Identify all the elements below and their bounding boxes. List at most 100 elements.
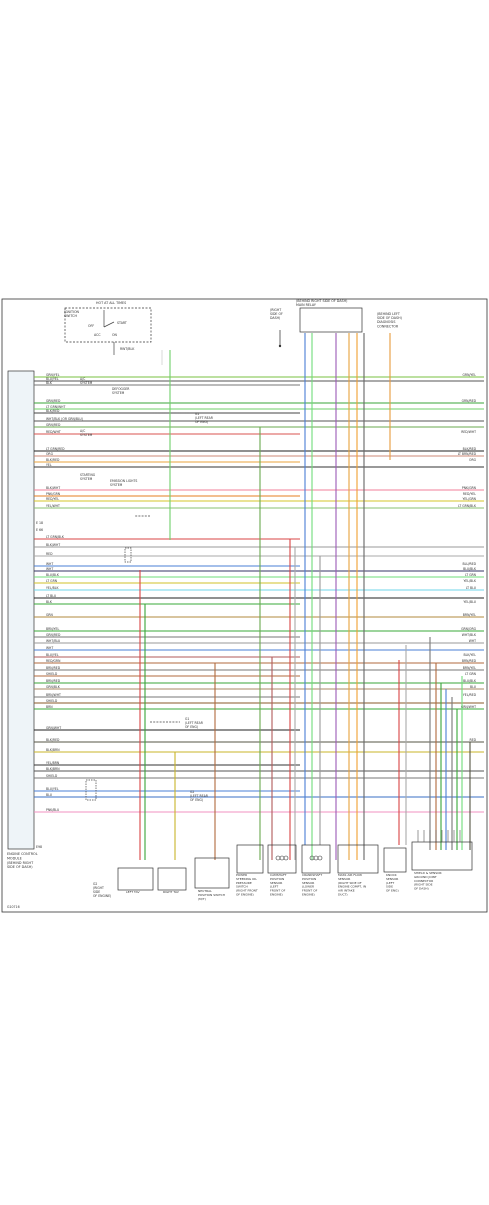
relay-label: (RIGHT [270,308,281,312]
wire-label-left: BRN/RED [46,679,61,683]
data-text: ENGINE CONTROL [0,0,1,1]
coil-symbol [283,855,289,861]
wire-label-right: RED [470,738,477,742]
wire-label-right: BRN/YEL [463,613,476,617]
wire-label-right: BLU/BLK [463,567,477,571]
wire-label-right: GRN/WHT [461,705,476,709]
wire-label-left: YEL/WHT [46,504,60,508]
wire-label-right: LT GRN [465,672,477,676]
component-label: CAMSHAFT [270,873,287,877]
coil-symbol [313,855,319,861]
terminal-label: E 18 [36,521,43,525]
connector-label: CONNECTOR [377,324,399,328]
wire-label-right: GRN/ORG [461,627,476,631]
wire-label-left: RED/YEL [46,497,59,501]
component-label: (RIGHT SIDE [414,883,433,887]
wire-label-left: BLU/YEL [46,787,59,791]
component-label: NEUTRAL [198,889,212,893]
component-label: SENSOR [270,881,282,885]
system-label: SYSTEM [80,477,93,481]
footer-code: G10716 [7,905,20,909]
wire-label-left: YEL/BLK [46,586,59,590]
system-label: A/C [80,377,85,381]
ground-label: (LEFT REAR [195,416,214,420]
wire-label-right: BLK/YEL [464,653,477,657]
terminal-label: E 66 [36,528,43,532]
wire-label-left: SHIELD [46,672,58,676]
wire-label-right: GRN/RED [462,399,477,403]
wire-label-left: WHT [46,646,53,650]
wire-label-right: BLU/BLK [463,679,477,683]
wire-label-left: YEL/BRN [46,761,60,765]
component-label: SIDE [386,885,393,889]
wire-label-right: BLU/RED [463,562,477,566]
coil-symbol [275,855,281,861]
connector-label: DIAGNOSIS [377,320,395,324]
wire-label-right: BLK/RED [463,447,477,451]
component-label: POWER [236,873,247,877]
ground-label: G2 [190,790,194,794]
wire-label-left: LT GRN/RED [46,447,65,451]
component-label: OF ENG) [386,889,399,893]
ignition-label: HOT AT ALL TIMES [96,301,126,305]
component-label: AIR INTAKE [338,889,355,893]
component-label: OF DASH) [414,887,429,891]
wire-label-right: BRN/RED [462,659,477,663]
component-label: MASS AIR FLOW [338,873,362,877]
wire-label-left: BLK/BRN [46,767,60,771]
component-label: (RIGHT FRONT [236,889,258,893]
ignition-label: RWT/BLK [120,347,135,351]
ignition-label: IGNITION [64,310,80,314]
wire-label-left: SHIELD [46,699,58,703]
engine-control-module [7,370,35,850]
wire-label-left: WHT/BLK (OR GRN/BLU) [46,417,83,421]
ground-label: OF ENGINE) [93,894,111,898]
component-label: SENSOR [302,881,314,885]
component-label: CRANKSHAFT [302,873,322,877]
component-label: (LOWER [302,885,314,889]
system-label: STARTING [80,473,96,477]
component-label: (LEFT [270,885,278,889]
ignition-label: ACC [94,333,101,337]
wire-label-right: LT BLU [466,586,476,590]
component-label: POSITION [302,877,316,881]
ignition-contact [103,321,115,328]
wire-label-left: BLU/YEL [46,653,59,657]
wire-label-right: YEL/BLK [464,579,477,583]
component-label: PRESSURE [236,881,252,885]
wire-label-left: GRN/WHT [46,726,61,730]
relay-label: SIDE OF [270,312,283,316]
wire-label-left: SHIELD [46,774,58,778]
wire-label-left: YEL [46,463,52,467]
ground-label: G2 [93,882,97,886]
ground-label: (LEFT REAR [185,721,204,725]
junction-dot [278,344,282,348]
component-label: ENGINE COMPT, IN [338,885,366,889]
system-label: SYSTEM [110,483,123,487]
component-3 [236,844,264,874]
wire-label-left: BLU/BLK [46,573,60,577]
wire-label-left: BLK/RED [46,458,60,462]
component-6 [337,844,379,874]
wire-label-left: BRN/RED [46,666,61,670]
relay-label: MAIN RELAY [296,303,317,307]
wire-label-left: GRN/RED [46,423,61,427]
component-4 [267,844,297,874]
wire-label-right: RED/YEL [463,492,476,496]
component-label: SHIELD & SENSOR [414,871,442,875]
wire-label-left: RED/WHT [46,430,61,434]
component-label: STEERING OIL [236,877,257,881]
ground-label: OF ENG) [195,420,208,424]
component-label: SWITCH [236,885,248,889]
wire-label-left: BLU/YEL [46,377,59,381]
component-label: FRONT OF [270,889,286,893]
terminal-label: E98 [36,845,42,849]
component-label: ENGINE) [270,893,283,897]
wire-label-right: BRN/YEL [463,666,476,670]
component-label: DUCT) [338,893,348,897]
system-label: A/C [80,429,85,433]
component-label: KNOCK [386,873,398,877]
system-label: SYSTEM [80,433,93,437]
component-label: RIGHT TAV [163,890,180,894]
